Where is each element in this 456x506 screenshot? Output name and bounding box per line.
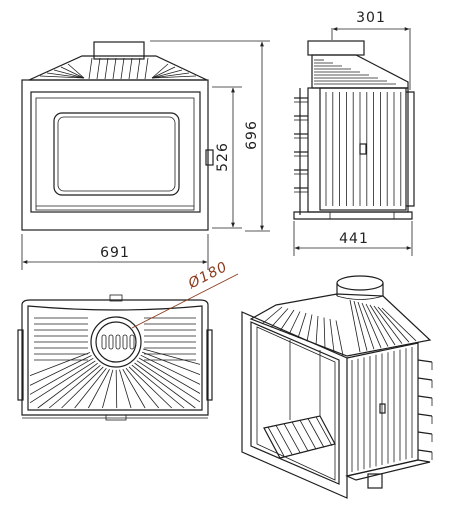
detail-line xyxy=(29,355,92,386)
detail-line xyxy=(361,302,382,348)
detail-line xyxy=(104,57,109,80)
detail-line xyxy=(74,368,107,409)
detail-line xyxy=(29,352,91,377)
detail-line xyxy=(306,314,313,342)
detail-line xyxy=(138,357,201,394)
detail-line xyxy=(335,320,344,356)
label-height-overall: 696 xyxy=(244,120,260,150)
collar-slot xyxy=(122,334,128,350)
detail-line xyxy=(349,299,361,353)
detail-line xyxy=(53,69,85,79)
detail-line xyxy=(297,312,307,339)
detail-line xyxy=(48,364,101,409)
detail-line xyxy=(128,57,133,80)
detail-line xyxy=(275,425,293,455)
detail-line xyxy=(151,66,176,79)
label-width-front: 691 xyxy=(100,245,130,261)
detail-line xyxy=(283,423,301,453)
detail-line xyxy=(122,368,146,409)
detail-line xyxy=(323,317,326,349)
dimension-depth-top: 301 xyxy=(331,10,411,90)
detail-line xyxy=(381,307,417,342)
detail-line xyxy=(39,75,85,79)
detail-line xyxy=(267,426,285,457)
detail-line xyxy=(373,305,403,344)
detail-line xyxy=(115,369,118,409)
detail-line xyxy=(134,362,196,409)
detail-line xyxy=(143,348,201,365)
detail-line xyxy=(417,431,433,435)
isometric-view xyxy=(241,275,433,499)
detail-line xyxy=(141,351,201,375)
detail-line xyxy=(119,369,132,409)
label-depth-top: 301 xyxy=(356,10,386,26)
label-depth-bottom: 441 xyxy=(339,231,369,247)
detail-line xyxy=(46,72,85,79)
detail-line xyxy=(136,360,201,403)
detail-line xyxy=(29,360,96,404)
detail-line xyxy=(261,306,283,325)
dimension-height-door: 526 xyxy=(212,86,242,229)
detail-line xyxy=(291,421,309,452)
detail-line xyxy=(279,309,295,332)
front-view xyxy=(21,41,214,231)
detail-line xyxy=(315,416,333,446)
collar-slot xyxy=(129,334,135,350)
collar-slot xyxy=(101,334,107,350)
detail-line xyxy=(365,303,389,347)
detail-line xyxy=(120,57,125,80)
top-view xyxy=(17,294,213,421)
detail-line xyxy=(357,301,375,350)
detail-line xyxy=(29,357,94,395)
detail-line xyxy=(329,318,335,353)
detail-line xyxy=(151,69,183,79)
detail-line xyxy=(270,308,289,328)
dimension-depth-bottom: 441 xyxy=(293,221,413,256)
detail-line xyxy=(102,369,114,409)
detail-line xyxy=(128,366,173,409)
detail-line xyxy=(112,57,117,80)
dimension-width-front: 691 xyxy=(21,234,209,270)
detail-line xyxy=(417,449,433,453)
detail-line xyxy=(125,367,160,409)
detail-line xyxy=(131,364,185,409)
detail-line xyxy=(307,418,325,448)
detail-line xyxy=(88,57,93,80)
collar-slot xyxy=(115,334,121,350)
detail-line xyxy=(299,420,317,450)
detail-line xyxy=(96,57,101,80)
detail-line xyxy=(151,72,190,79)
detail-line xyxy=(151,63,169,79)
detail-line xyxy=(288,311,301,335)
detail-line xyxy=(417,413,433,417)
label-height-door: 526 xyxy=(215,142,231,172)
detail-line xyxy=(88,369,110,409)
detail-line xyxy=(353,300,368,351)
detail-line xyxy=(417,395,433,399)
detail-line xyxy=(369,304,396,346)
detail-line xyxy=(151,75,197,79)
detail-line xyxy=(136,57,141,80)
detail-line xyxy=(315,315,319,346)
detail-line xyxy=(67,63,85,79)
detail-line xyxy=(144,57,149,80)
detail-line xyxy=(37,362,98,409)
detail-line xyxy=(377,306,410,343)
detail-line xyxy=(417,359,433,363)
detail-line xyxy=(60,66,85,79)
side-view xyxy=(293,40,415,220)
detail-line xyxy=(417,377,433,381)
collar-slot xyxy=(108,334,114,350)
dimension-height-overall: 696 xyxy=(150,40,270,232)
detail-line xyxy=(61,366,104,409)
